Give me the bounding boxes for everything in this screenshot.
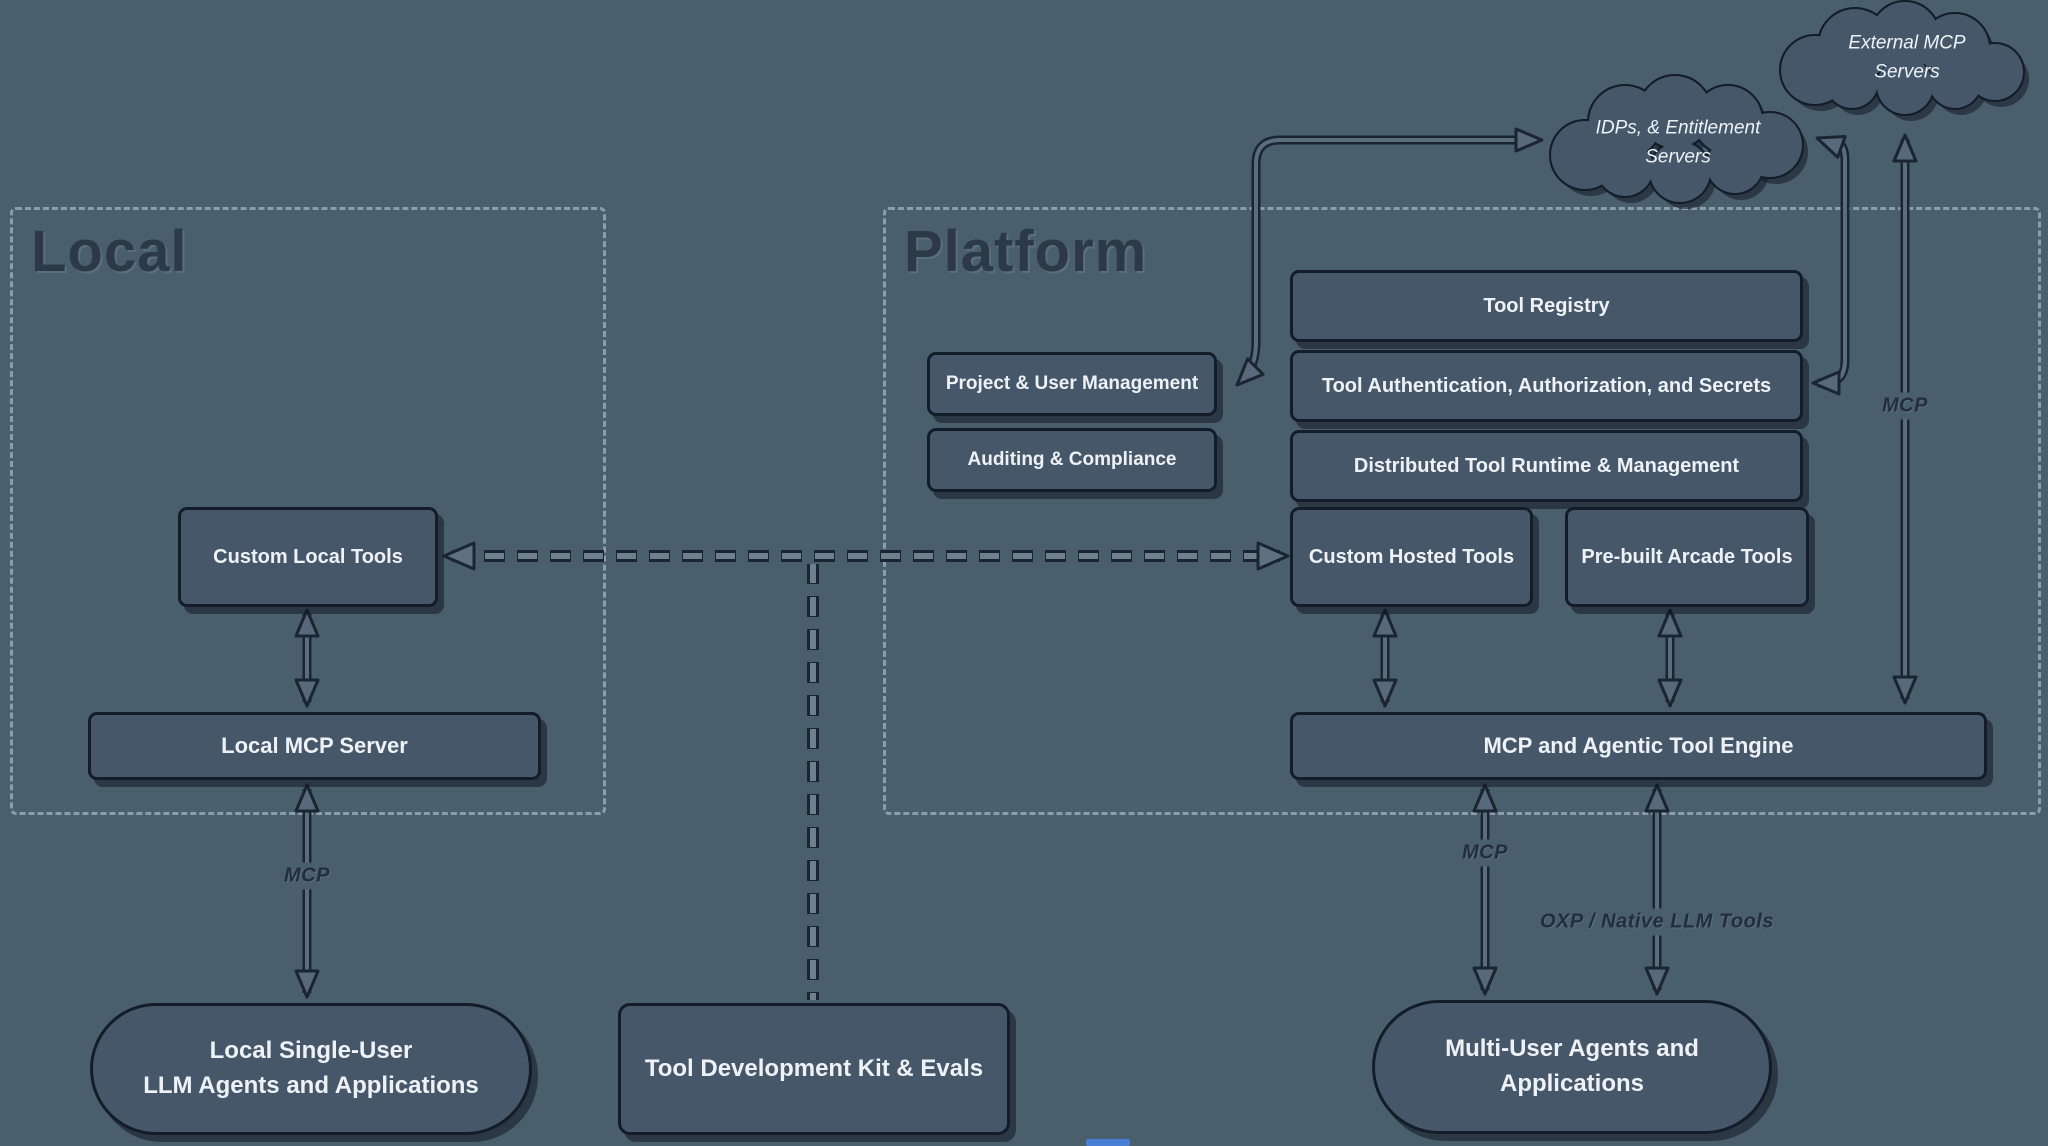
- auditing-compliance-label: Auditing & Compliance: [967, 449, 1177, 471]
- idp-cloud-icon: [1549, 74, 1808, 209]
- external-mcp-cloud-label: External MCP Servers: [1848, 32, 1966, 83]
- local-single-user-pill: Local Single-User LLM Agents and Applica…: [90, 1003, 532, 1135]
- multi-user-label: Multi-User Agents and Applications: [1445, 1035, 1699, 1097]
- mcp-label-local: MCP: [277, 862, 337, 890]
- auditing-compliance-box: Auditing & Compliance: [927, 428, 1217, 492]
- local-mcp-server-box: Local MCP Server: [88, 712, 541, 780]
- mcp-engine-label: MCP and Agentic Tool Engine: [1483, 733, 1794, 759]
- distributed-runtime-box: Distributed Tool Runtime & Management: [1290, 430, 1803, 502]
- project-user-mgmt-box: Project & User Management: [927, 352, 1217, 416]
- local-mcp-server-label: Local MCP Server: [221, 733, 408, 759]
- dashed-connector-local-hosted: [442, 541, 1290, 571]
- arrow-mcp-server-agents: [294, 783, 320, 999]
- arrow-prebuilt-engine: [1657, 608, 1683, 708]
- distributed-runtime-label: Distributed Tool Runtime & Management: [1353, 454, 1740, 477]
- arrow-auth-idp-left: [1235, 127, 1544, 387]
- arrow-local-tools-mcp-server: [294, 608, 320, 708]
- arrow-engine-agents-oxp: [1644, 783, 1670, 996]
- local-single-user-label: Local Single-User LLM Agents and Applica…: [143, 1037, 479, 1099]
- tool-auth-box: Tool Authentication, Authorization, and …: [1290, 350, 1803, 422]
- prebuilt-arcade-tools-box: Pre-built Arcade Tools: [1565, 507, 1809, 607]
- arrow-hosted-engine: [1372, 608, 1398, 708]
- tool-auth-label: Tool Authentication, Authorization, and …: [1321, 374, 1772, 397]
- arrow-engine-agents-mcp: [1472, 783, 1498, 996]
- selection-fragment: [1086, 1139, 1130, 1146]
- arrow-auth-idp-right: [1811, 135, 1850, 396]
- local-section-title: Local: [31, 219, 188, 284]
- custom-hosted-tools-box: Custom Hosted Tools: [1290, 507, 1533, 607]
- mcp-engine-box: MCP and Agentic Tool Engine: [1290, 712, 1987, 780]
- tdk-evals-box: Tool Development Kit & Evals: [618, 1003, 1010, 1135]
- tdk-evals-label: Tool Development Kit & Evals: [644, 1054, 984, 1082]
- prebuilt-arcade-tools-label: Pre-built Arcade Tools: [1581, 545, 1793, 568]
- tool-registry-box: Tool Registry: [1290, 270, 1803, 342]
- mcp-label-engine: MCP: [1455, 839, 1515, 867]
- idp-cloud-label: IDPs, & Entitlement Servers: [1595, 117, 1761, 168]
- multi-user-pill: Multi-User Agents and Applications: [1372, 1000, 1772, 1134]
- oxp-label: OXP / Native LLM Tools: [1533, 908, 1781, 936]
- tool-registry-label: Tool Registry: [1483, 294, 1610, 317]
- custom-local-tools-box: Custom Local Tools: [178, 507, 438, 607]
- mcp-label-external: MCP: [1875, 392, 1935, 420]
- custom-local-tools-label: Custom Local Tools: [213, 545, 403, 568]
- custom-hosted-tools-label: Custom Hosted Tools: [1308, 545, 1515, 568]
- project-user-mgmt-label: Project & User Management: [945, 373, 1199, 395]
- external-mcp-cloud-icon: [1779, 0, 2029, 121]
- platform-section-title: Platform: [904, 219, 1148, 284]
- platform-container: Platform: [883, 207, 2041, 815]
